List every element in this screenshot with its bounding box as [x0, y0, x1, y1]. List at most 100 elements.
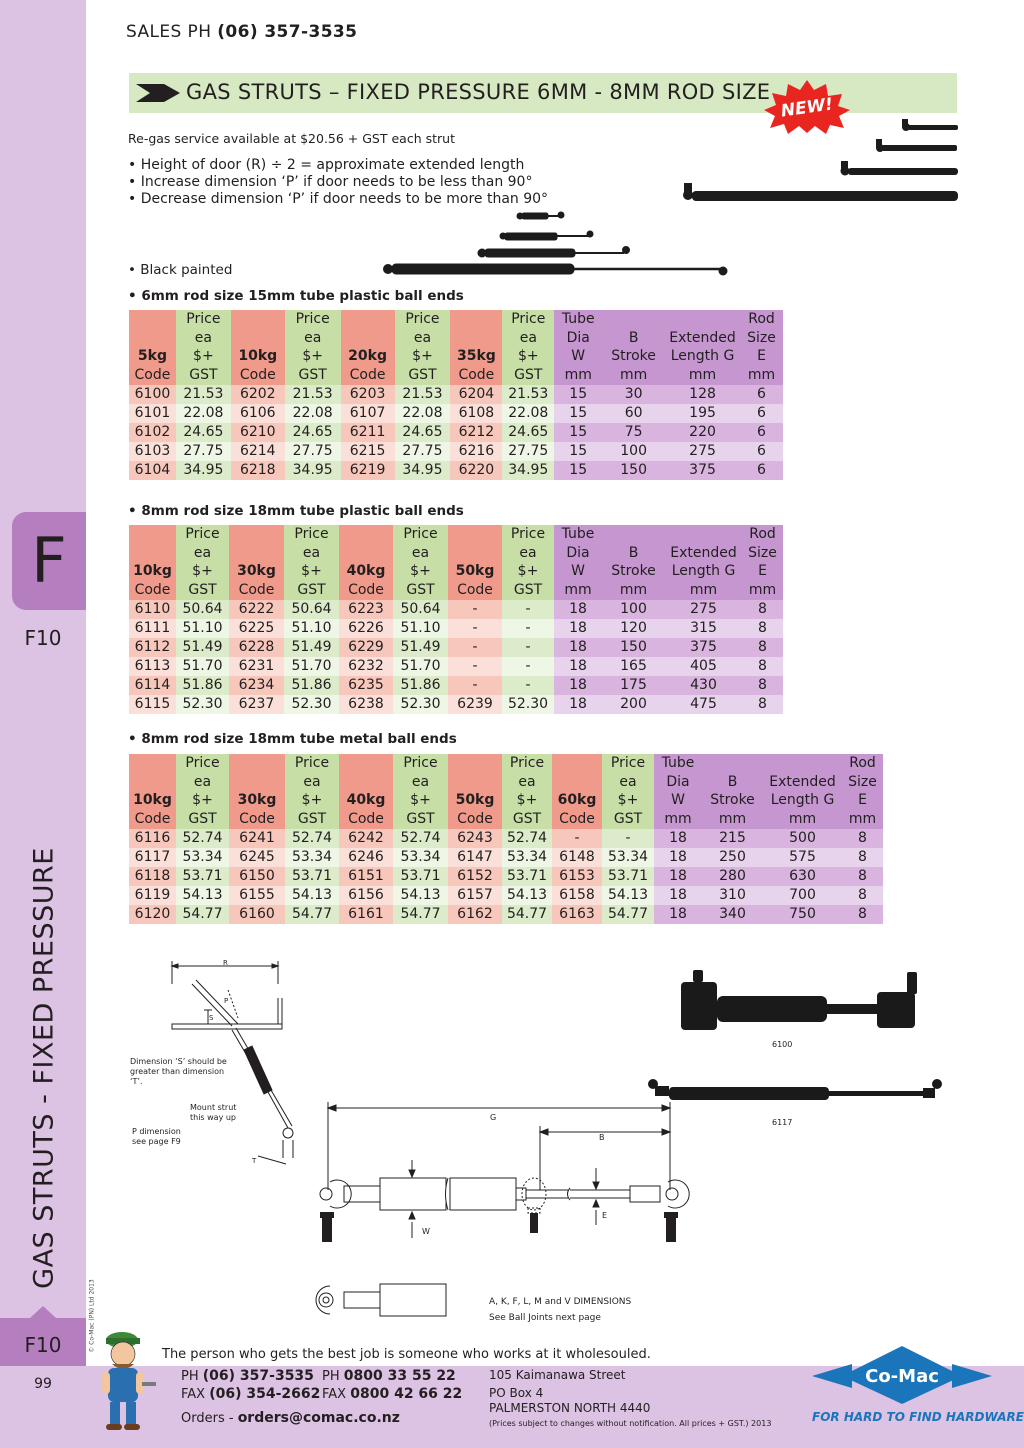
table-cell: 6 [740, 384, 783, 404]
table-cell: 405 [665, 656, 742, 676]
table-cell: 280 [702, 866, 763, 886]
table-cell: 6151 [339, 866, 393, 886]
table-cell: 53.71 [393, 866, 448, 886]
table-cell: 21.53 [502, 384, 555, 404]
table1-heading: • 6mm rod size 15mm tube plastic ball en… [128, 288, 464, 304]
bullet-3: • Decrease dimension ‘P’ if door needs t… [128, 191, 549, 207]
table-cell: 6215 [340, 441, 395, 461]
table-cell: - [448, 618, 502, 638]
photo-label-6117: 6117 [772, 1118, 793, 1127]
table-cell: 6237 [229, 694, 284, 714]
table-cell: 6114 [129, 675, 176, 695]
regas-note: Re-gas service available at $20.56 + GST… [128, 131, 455, 146]
table-cell: 34.95 [284, 460, 341, 480]
table-cell: 6216 [450, 441, 503, 461]
table-cell: 375 [665, 637, 742, 657]
table-cell: 6106 [230, 403, 285, 423]
table-cell: 18 [554, 694, 602, 714]
table-cell: 53.71 [602, 866, 654, 886]
table-cell: 18 [554, 675, 602, 695]
table-cell: 51.10 [176, 618, 229, 638]
table-cell: 24.65 [175, 422, 231, 442]
table-cell: 8 [742, 637, 783, 657]
table-cell: 6229 [339, 637, 393, 657]
table-cell: 22.08 [175, 403, 231, 423]
table-cell: 6202 [230, 384, 285, 404]
table-cell: 54.13 [602, 885, 654, 905]
table-cell: 175 [602, 675, 665, 695]
table-cell: - [502, 675, 554, 695]
table-cell: 575 [763, 847, 842, 867]
table-cell: 430 [665, 675, 742, 695]
table-cell: 53.71 [285, 866, 339, 886]
table-cell: 18 [554, 599, 602, 619]
table-cell: 60 [602, 403, 666, 423]
table-cell: 54.77 [602, 904, 654, 924]
table-cell: 165 [602, 656, 665, 676]
table-cell: 15 [554, 403, 603, 423]
table-cell: 630 [763, 866, 842, 886]
table-cell: 22.08 [394, 403, 451, 423]
table-cell: 250 [702, 847, 763, 867]
table-cell: 51.70 [393, 656, 448, 676]
address-line-3: PALMERSTON NORTH 4440 [489, 1401, 651, 1415]
section-code: F10 [24, 626, 62, 650]
table-cell: 21.53 [284, 384, 341, 404]
table-cell: 8 [742, 694, 783, 714]
struts-photo-group [683, 119, 958, 201]
footer-tagline: The person who gets the best job is some… [162, 1347, 651, 1362]
contact-fax-free: FAX 0800 42 66 22 [322, 1386, 463, 1402]
table-cell: 51.70 [284, 656, 339, 676]
table-cell: 6225 [229, 618, 284, 638]
orders-email-link[interactable]: orders@comac.co.nz [237, 1410, 400, 1426]
table-cell: 54.13 [393, 885, 448, 905]
table-cell: 6118 [129, 866, 176, 886]
table-cell: 6243 [448, 828, 502, 848]
table-cell: 18 [554, 637, 602, 657]
table-cell: 15 [554, 422, 603, 442]
table-cell: 53.34 [393, 847, 448, 867]
table-cell: 54.77 [285, 904, 339, 924]
table-cell: 6103 [129, 441, 176, 461]
table-cell: 54.77 [393, 904, 448, 924]
table-cell: 6210 [230, 422, 285, 442]
table-cell: 54.13 [285, 885, 339, 905]
mascot-illustration [102, 1332, 156, 1430]
table-cell: 53.34 [176, 847, 229, 867]
table-cell: 51.86 [176, 675, 229, 695]
table-cell: 51.49 [176, 637, 229, 657]
page-code-tab [0, 1306, 86, 1366]
table-cell: 6115 [129, 694, 176, 714]
table-cell: 6 [740, 422, 783, 442]
table-cell: 6108 [450, 403, 503, 423]
table-cell: 34.95 [502, 460, 555, 480]
table-cell: 15 [554, 384, 603, 404]
table-cell: 6235 [339, 675, 393, 695]
table-cell: 6203 [340, 384, 395, 404]
table-cell: 22.08 [502, 403, 555, 423]
table-cell: 6219 [340, 460, 395, 480]
table-cell: 18 [654, 904, 702, 924]
table-cell: 6245 [229, 847, 285, 867]
table-cell: 6155 [229, 885, 285, 905]
table-cell: 340 [702, 904, 763, 924]
table-cell: 21.53 [394, 384, 451, 404]
contact-phone-freephone: PH 0800 33 55 22 [322, 1368, 456, 1384]
logo-tagline: FOR HARD TO FIND HARDWARE [812, 1410, 1024, 1424]
table-cell: 27.75 [502, 441, 555, 461]
table-cell: 6163 [552, 904, 602, 924]
